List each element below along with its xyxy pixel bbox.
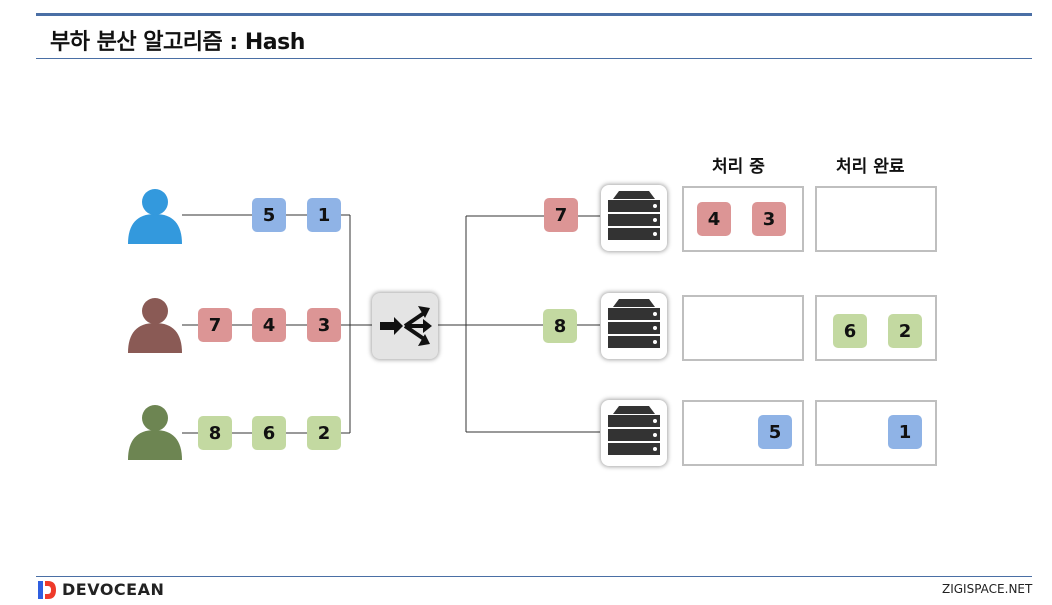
server3-done-item: 1 xyxy=(888,415,922,449)
request-green-6: 6 xyxy=(252,416,286,450)
server3-processing-item: 5 xyxy=(758,415,792,449)
top-rule xyxy=(36,13,1032,16)
server-icon xyxy=(608,406,660,455)
request-green-2: 2 xyxy=(307,416,341,450)
request-green-8: 8 xyxy=(198,416,232,450)
server-icon xyxy=(608,191,660,240)
server1-processing-item: 4 xyxy=(697,202,731,236)
server-2 xyxy=(601,293,667,359)
request-blue-1: 1 xyxy=(307,198,341,232)
server-1 xyxy=(601,185,667,251)
done-header: 처리 완료 xyxy=(836,157,905,177)
user-icon-brown xyxy=(128,298,182,353)
server2-done-item: 6 xyxy=(833,314,867,348)
server3-processing-queue xyxy=(682,400,804,466)
footer-rule xyxy=(36,576,1032,577)
request-red-7: 7 xyxy=(198,308,232,342)
load-balancer xyxy=(372,293,438,359)
site-credit: ZIGISPACE.NET xyxy=(942,582,1033,596)
server-3 xyxy=(601,400,667,466)
devocean-logo-icon xyxy=(38,581,56,599)
server1-processing-item: 3 xyxy=(752,202,786,236)
brand-name: DEVOCEAN xyxy=(62,580,165,599)
server2-done-item: 2 xyxy=(888,314,922,348)
server1-done-queue xyxy=(815,186,937,252)
server2-processing-queue xyxy=(682,295,804,361)
incoming-request-server2: 8 xyxy=(543,309,577,343)
page-title: 부하 분산 알고리즘 : Hash xyxy=(50,30,305,55)
load-balancer-icon xyxy=(380,306,432,346)
processing-header: 처리 중 xyxy=(712,157,765,177)
request-red-4: 4 xyxy=(252,308,286,342)
title-underline xyxy=(36,58,1032,59)
server-icon xyxy=(608,299,660,348)
user-icon-green xyxy=(128,405,182,460)
incoming-request-server1: 7 xyxy=(544,198,578,232)
request-blue-5: 5 xyxy=(252,198,286,232)
user-icon-blue xyxy=(128,189,182,244)
request-red-3: 3 xyxy=(307,308,341,342)
